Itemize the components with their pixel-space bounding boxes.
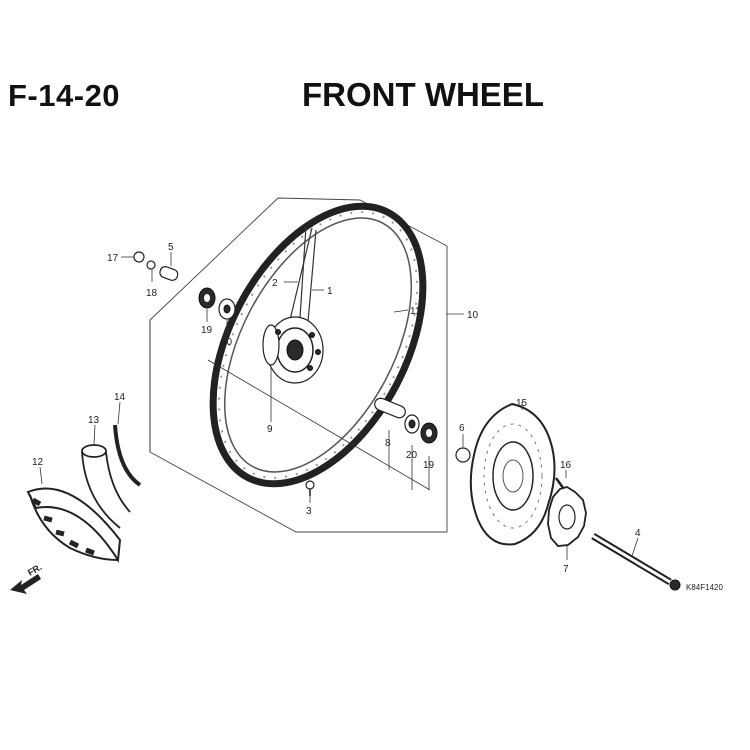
- callout-19-left: 19: [201, 325, 213, 336]
- valve-3[interactable]: [305, 480, 315, 496]
- collar-6[interactable]: [455, 447, 471, 463]
- direction-label: FR.: [26, 562, 44, 578]
- callout-4: 4: [635, 528, 641, 539]
- tire[interactable]: [26, 487, 122, 563]
- callout-17: 17: [107, 253, 119, 264]
- callout-12: 12: [32, 457, 44, 468]
- page-title: FRONT WHEEL: [302, 76, 544, 113]
- callout-5: 5: [168, 242, 174, 253]
- seal-18[interactable]: [146, 260, 156, 270]
- callout-13: 13: [88, 415, 100, 426]
- callout-15: 15: [516, 398, 528, 409]
- brake-disc[interactable]: [469, 402, 556, 546]
- gear-plate-7[interactable]: [547, 486, 587, 547]
- callout-2: 2: [272, 278, 278, 289]
- callout-labels: 17 5 18 2 1 11 10 19 20 9 14 13 12 8 20 …: [32, 242, 641, 575]
- wheel-rim[interactable]: [170, 171, 466, 519]
- callout-3: 3: [306, 506, 312, 517]
- front-axle[interactable]: [591, 532, 681, 591]
- callout-20-right: 20: [406, 450, 418, 461]
- callout-9: 9: [267, 424, 273, 435]
- wheel-hub[interactable]: [262, 316, 324, 384]
- callout-6: 6: [459, 423, 465, 434]
- callout-8: 8: [385, 438, 391, 449]
- callout-7: 7: [563, 564, 569, 575]
- callout-18: 18: [146, 288, 158, 299]
- bearing-19-right[interactable]: [420, 422, 438, 444]
- callout-14: 14: [114, 392, 126, 403]
- seal-20-right[interactable]: [404, 414, 420, 434]
- callout-16: 16: [560, 460, 572, 471]
- bearing-19-left[interactable]: [198, 287, 216, 309]
- distance-collar-8[interactable]: [373, 396, 407, 419]
- callout-19-right: 19: [423, 460, 435, 471]
- rim-band[interactable]: [113, 424, 142, 487]
- callout-20-left: 20: [221, 337, 233, 348]
- seal-20-left[interactable]: [218, 298, 236, 320]
- callout-1: 1: [327, 286, 333, 297]
- front-direction-arrow: FR.: [10, 562, 44, 594]
- assembly-frame: [149, 197, 448, 533]
- page-code: F-14-20: [8, 78, 121, 113]
- nut-17[interactable]: [133, 251, 145, 263]
- figure-code: K84F1420: [686, 583, 723, 592]
- callout-10: 10: [467, 310, 479, 321]
- collar-5[interactable]: [158, 265, 179, 281]
- spokes[interactable]: [289, 225, 317, 323]
- leader-lines: [39, 252, 639, 560]
- tube[interactable]: [81, 444, 131, 529]
- callout-11: 11: [410, 306, 421, 317]
